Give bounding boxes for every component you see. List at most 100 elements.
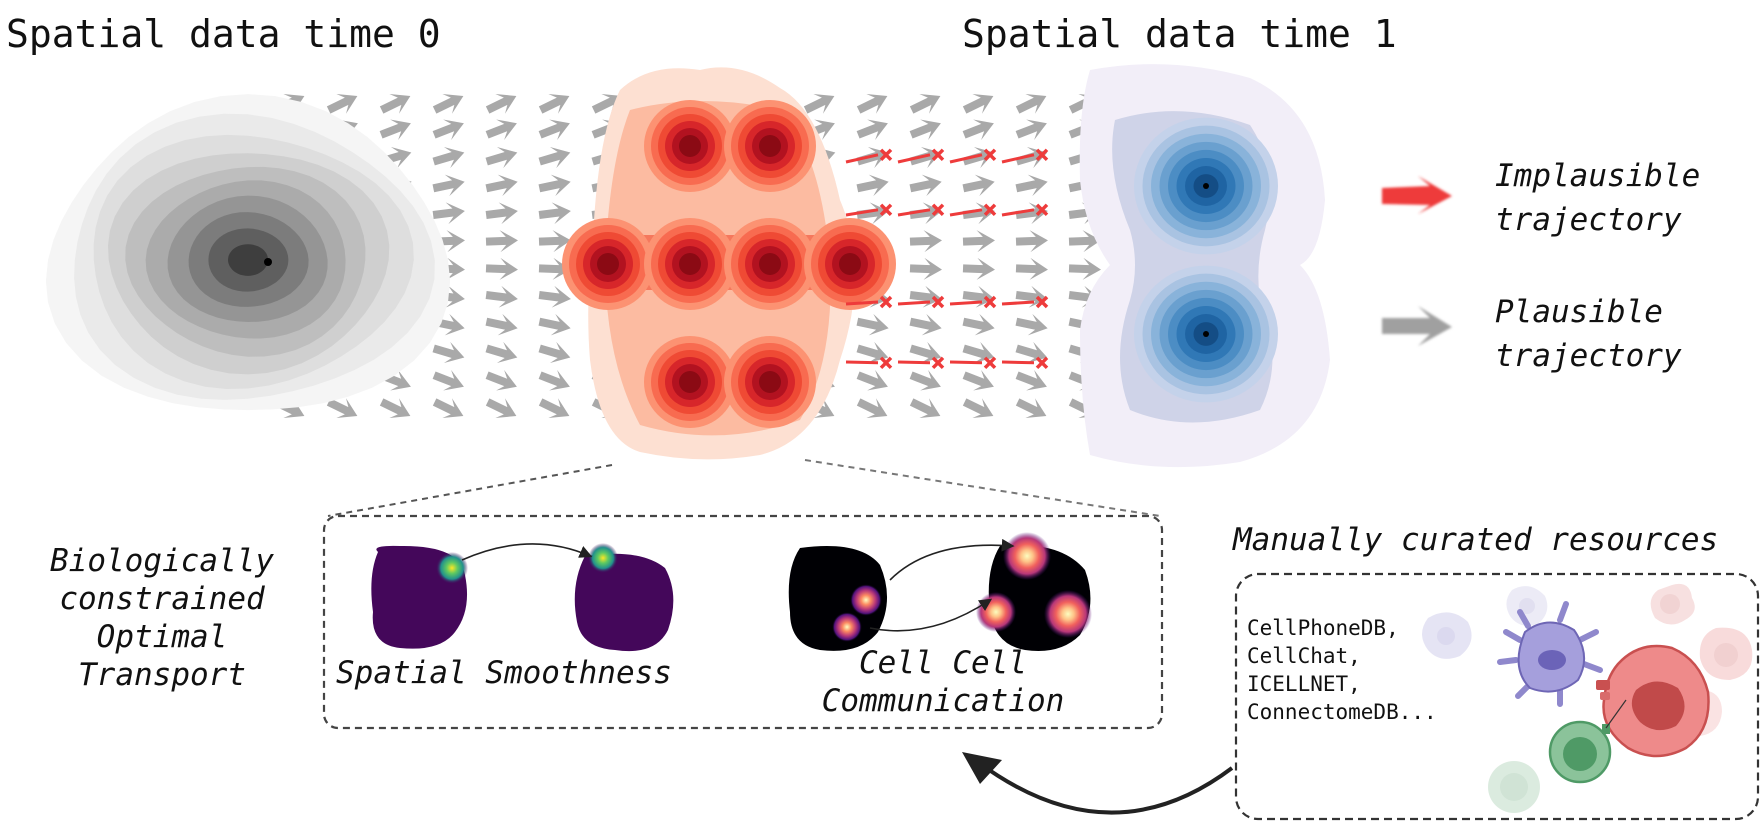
implausible-arrow	[949, 208, 983, 217]
resource-item: CellPhoneDB,	[1247, 616, 1399, 640]
block-mark	[931, 148, 945, 162]
plausible-arrow	[1015, 313, 1048, 336]
implausible-arrow	[845, 153, 879, 164]
method-line3: Optimal	[96, 619, 228, 655]
method-line1: Biologically	[50, 543, 274, 579]
plausible-arrow	[485, 119, 517, 140]
plausible-arrow	[803, 93, 835, 114]
density-peak	[1203, 183, 1209, 189]
plausible-arrow	[962, 119, 994, 140]
plausible-arrow	[856, 370, 888, 391]
plausible-arrow	[962, 370, 994, 391]
plausible-arrow	[1015, 257, 1048, 280]
block-mark	[931, 356, 945, 370]
block-mark	[983, 148, 997, 162]
implausible-arrow	[845, 360, 879, 365]
ccc-line2: Communication	[821, 683, 1065, 719]
plausible-arrow	[485, 93, 517, 114]
method-label: Biologically constrained Optimal Transpo…	[32, 542, 292, 694]
contour-level	[679, 253, 701, 275]
plausible-arrow	[856, 202, 889, 225]
plausible-arrow	[432, 341, 465, 363]
contour-level	[759, 253, 781, 275]
plausible-arrow	[962, 230, 995, 253]
plausible-arrow	[432, 230, 465, 253]
implausible-arrow	[1001, 360, 1035, 365]
plausible-arrow	[538, 202, 571, 225]
block-mark	[1035, 295, 1049, 309]
implausible-legend-line2: trajectory	[1495, 202, 1682, 238]
ccc-label: Cell Cell Communication	[812, 644, 1074, 720]
plausible-arrow	[379, 119, 411, 140]
plausible-arrow	[538, 230, 571, 253]
implausible-arrow	[949, 300, 983, 306]
implausible-arrow	[845, 208, 879, 217]
implausible-arrow	[845, 300, 879, 306]
block-mark	[983, 356, 997, 370]
plausible-arrow	[485, 202, 518, 225]
plausible-arrow	[962, 174, 995, 197]
plausible-arrow	[485, 257, 518, 280]
implausible-legend-label: Implausible trajectory	[1495, 154, 1700, 242]
contour-level	[679, 371, 701, 393]
plausible-arrow	[909, 313, 942, 336]
ccc-arrow-top	[889, 538, 1015, 581]
plausible-arrow	[962, 285, 995, 308]
plausible-arrow	[326, 93, 358, 114]
plausible-arrow	[1068, 257, 1101, 280]
plausible-arrow	[432, 398, 464, 419]
plausible-arrow	[326, 398, 358, 419]
plausible-arrow	[909, 398, 941, 419]
block-mark	[879, 203, 893, 217]
resources-heading: Manually curated resources	[1233, 522, 1719, 558]
intermediate-distribution	[562, 67, 896, 460]
resources-list: CellPhoneDB, CellChat, ICELLNET, Connect…	[1247, 614, 1437, 726]
resource-item: ConnectomeDB...	[1247, 700, 1437, 724]
plausible-arrow	[1015, 230, 1048, 253]
plausible-arrow	[909, 174, 942, 197]
smoothness-arrow	[461, 543, 593, 561]
block-mark	[879, 356, 893, 370]
contour-level	[228, 244, 268, 276]
plausible-arrow	[538, 257, 571, 280]
resources-box	[1234, 572, 1760, 821]
block-mark	[931, 295, 945, 309]
plausible-arrow	[909, 257, 942, 280]
plausible-arrow	[538, 285, 571, 308]
method-line2: constrained	[59, 581, 265, 617]
method-line4: Transport	[78, 657, 246, 693]
plausible-arrow	[538, 93, 570, 114]
plausible-arrow	[909, 230, 942, 253]
smoothness-tissue-after	[574, 543, 674, 652]
plausible-arrow	[909, 119, 941, 140]
plausible-arrow	[485, 147, 518, 169]
plausible-arrow	[962, 93, 994, 114]
plausible-arrow	[485, 285, 518, 308]
ccc-tissue-after	[976, 532, 1092, 651]
resources-arrowhead	[962, 752, 1002, 784]
block-mark	[879, 295, 893, 309]
plausible-arrow	[432, 174, 465, 197]
zoom-line-right	[804, 459, 1161, 517]
implausible-arrow	[897, 153, 931, 164]
plausible-arrow	[856, 313, 889, 336]
time1-distribution	[1079, 64, 1330, 468]
plausible-arrow	[379, 93, 411, 114]
plausible-arrow	[1068, 230, 1101, 253]
implausible-arrow	[897, 300, 931, 306]
contour-level	[759, 135, 781, 157]
time0-distribution	[45, 94, 451, 411]
plausible-arrow	[1015, 370, 1047, 391]
plausible-arrow	[1015, 398, 1047, 419]
implausible-arrow	[897, 208, 931, 217]
constraint-box	[322, 514, 1164, 730]
resource-item: CellChat,	[1247, 644, 1361, 668]
smoothness-tissue-before	[371, 545, 468, 649]
plausible-arrow	[538, 119, 570, 140]
plausible-arrow	[485, 313, 518, 336]
implausible-arrow	[949, 360, 983, 365]
plausible-arrow	[591, 93, 623, 114]
plausible-arrow	[432, 202, 465, 225]
contour-level	[597, 253, 619, 275]
